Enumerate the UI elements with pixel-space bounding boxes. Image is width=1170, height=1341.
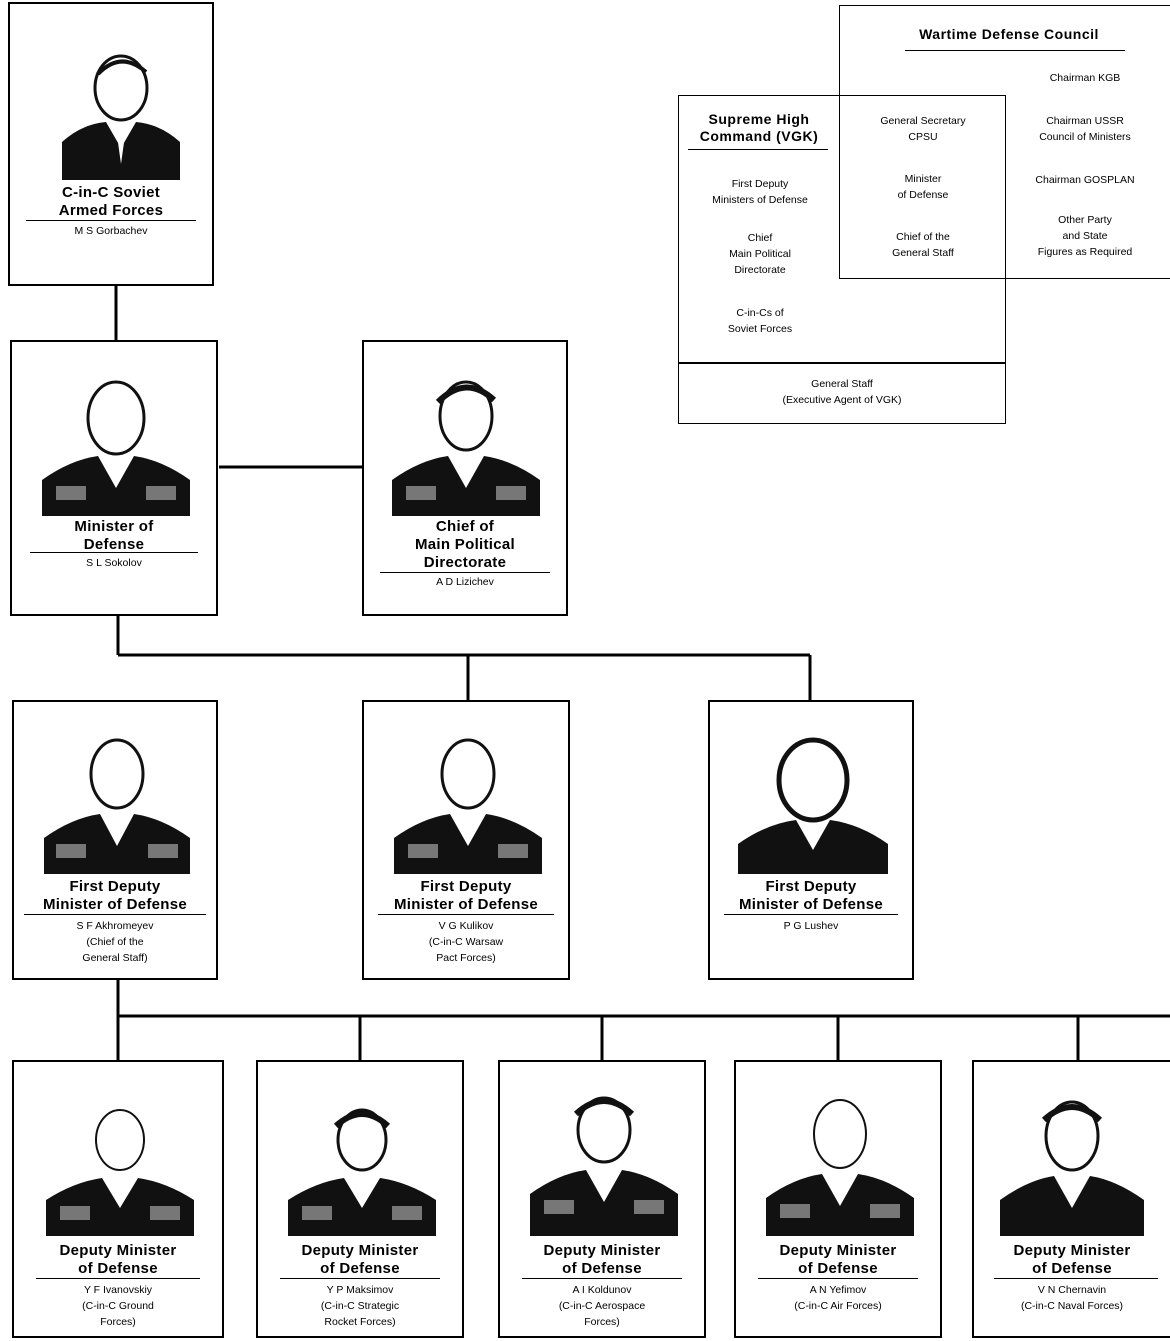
council-member-council-of-ministers: Chairman USSR Council of Ministers [1039, 115, 1131, 143]
person-name: A I Koldunov (C-in-C Aerospace Forces) [558, 1284, 646, 1328]
council-member-others: Other Party and State Figures as Require… [1037, 214, 1133, 258]
council-title-underline [905, 50, 1125, 51]
first-deputy-lushev-card: First Deputy Minister of Defense P G Lus… [708, 700, 914, 980]
deputy-yefimov-card: Deputy Minister of Defense A N Yefimov (… [734, 1060, 942, 1338]
vgk-member-cincs: C-in-Cs of Soviet Forces [727, 307, 793, 335]
person-name: M S Gorbachev [74, 225, 148, 237]
person-name: Y P Maksimov (C-in-C Strategic Rocket Fo… [320, 1284, 400, 1328]
card-title: First Deputy Minister of Defense [738, 878, 884, 913]
portrait-image [62, 54, 180, 180]
card-title: Deputy Minister of Defense [301, 1242, 419, 1277]
card-title: First Deputy Minister of Defense [42, 878, 188, 913]
title-underline [280, 1278, 440, 1279]
deputy-maksimov-card: Deputy Minister of Defense Y P Maksimov … [256, 1060, 464, 1338]
card-title: C-in-C Soviet Armed Forces [58, 184, 164, 219]
title-underline [378, 914, 554, 915]
council-member-kgb: Chairman KGB [1049, 72, 1121, 84]
cinc-card: C-in-C Soviet Armed Forces M S Gorbachev [8, 2, 214, 286]
mpd-card: Chief of Main Political Directorate A D … [362, 340, 568, 616]
title-underline [724, 914, 898, 915]
supreme-high-command-box [678, 95, 1006, 424]
card-title: First Deputy Minister of Defense [393, 878, 539, 913]
portrait-image [738, 737, 888, 874]
person-name: S L Sokolov [86, 557, 142, 569]
minister-card: Minister of Defense S L Sokolov [10, 340, 218, 616]
title-underline [758, 1278, 918, 1279]
wartime-defense-council-box [839, 5, 1170, 279]
person-name: V G Kulikov (C-in-C Warsaw Pact Forces) [428, 920, 504, 964]
deputy-ivanovskiy-card: Deputy Minister of Defense Y F Ivanovski… [12, 1060, 224, 1338]
portrait-image [392, 380, 540, 516]
shared-member-minister-of-defense: Minister of Defense [897, 173, 949, 201]
deputy-koldunov-card: Deputy Minister of Defense A I Koldunov … [498, 1060, 706, 1338]
title-underline [380, 572, 550, 573]
card-title: Deputy Minister of Defense [543, 1242, 661, 1277]
council-title: Wartime Defense Council [919, 26, 1099, 42]
title-underline [26, 220, 196, 221]
portrait-image [1000, 1100, 1144, 1236]
council-member-gosplan: Chairman GOSPLAN [1035, 174, 1135, 186]
deputy-chernavin-card: Deputy Minister of Defense V N Chernavin… [972, 1060, 1170, 1338]
portrait-image [394, 738, 542, 874]
portrait-image [288, 1108, 436, 1236]
portrait-image [766, 1099, 914, 1236]
title-underline [30, 552, 198, 553]
vgk-title: Supreme High Command (VGK) [699, 111, 819, 144]
portrait-image [42, 380, 190, 516]
person-name: A D Lizichev [436, 576, 494, 588]
person-name: S F Akhromeyev (Chief of the General Sta… [76, 920, 154, 964]
first-deputy-akhromeyev-card: First Deputy Minister of Defense S F Akh… [12, 700, 218, 980]
title-underline [522, 1278, 682, 1279]
general-staff-label: General Staff (Executive Agent of VGK) [782, 378, 902, 406]
vgk-title-underline [688, 149, 828, 150]
card-title: Deputy Minister of Defense [779, 1242, 897, 1277]
general-staff-divider [678, 362, 1006, 364]
person-name: Y F Ivanovskiy (C-in-C Ground Forces) [82, 1284, 154, 1328]
title-underline [994, 1278, 1158, 1279]
title-underline [24, 914, 206, 915]
card-title: Deputy Minister of Defense [59, 1242, 177, 1277]
shared-member-general-secretary: General Secretary CPSU [880, 115, 966, 143]
first-deputy-kulikov-card: First Deputy Minister of Defense V G Kul… [362, 700, 570, 980]
vgk-member-first-deputies: First Deputy Ministers of Defense [712, 178, 808, 206]
portrait-image [530, 1096, 678, 1236]
person-name: A N Yefimov (C-in-C Air Forces) [794, 1284, 882, 1312]
title-underline [36, 1278, 200, 1279]
portrait-image [44, 738, 190, 874]
shared-member-chief-of-general-staff: Chief of the General Staff [892, 231, 954, 259]
vgk-member-mpd-chief: Chief Main Political Directorate [729, 232, 791, 276]
card-title: Minister of Defense [74, 518, 154, 553]
person-name: V N Chernavin (C-in-C Naval Forces) [1020, 1284, 1124, 1312]
card-title: Chief of Main Political Directorate [414, 518, 516, 571]
card-title: Deputy Minister of Defense [1013, 1242, 1131, 1277]
person-name: P G Lushev [783, 920, 839, 932]
portrait-image [46, 1109, 194, 1236]
